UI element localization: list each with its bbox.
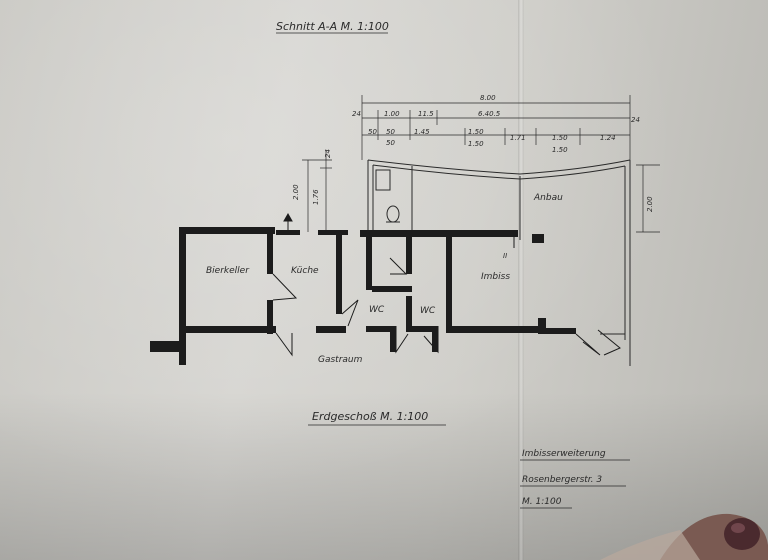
dim-right-200: 2.00 (646, 196, 654, 212)
dim-left-176: 1.76 (312, 189, 320, 205)
dim-50-c: 50 (386, 139, 395, 147)
dimension-chain-top (361, 95, 631, 160)
dim-145: 1.45 (414, 128, 430, 136)
dim-150-a: 1.50 (468, 128, 484, 136)
note-line-1: Imbisserweiterung (522, 449, 606, 459)
dim-left-24: 24 (324, 149, 332, 158)
room-wc-1: WC (369, 305, 385, 315)
dimension-right (636, 164, 660, 233)
walls-existing (150, 227, 576, 365)
paper-fold (518, 0, 524, 560)
section-marker: II (503, 252, 507, 260)
dim-171: 1.71 (510, 134, 526, 142)
dim-150-b: 1.50 (552, 134, 568, 142)
dimension-chain-left (302, 150, 332, 232)
floor-plan-title: Erdgeschoß M. 1:100 (312, 410, 428, 423)
dim-124: 1.24 (600, 134, 616, 142)
room-kueche: Küche (291, 266, 319, 276)
dim-top-640: 6.40.5 (478, 110, 501, 118)
room-gastraum: Gastraum (318, 355, 363, 365)
dim-top-100: 1.00 (384, 110, 400, 118)
room-bierkeller: Bierkeller (206, 266, 250, 276)
dim-50-b: 50 (386, 128, 395, 136)
drawing-header: Schnitt A-A M. 1:100 (276, 20, 389, 33)
room-wc-2: WC (420, 306, 436, 316)
walls-anbau (367, 159, 631, 366)
fingertip (600, 513, 768, 560)
dim-left-200: 2.00 (292, 184, 300, 200)
dim-top-24-right: 24 (631, 116, 640, 124)
section-arrows (283, 212, 515, 248)
dim-150-c: 1.50 (468, 140, 484, 148)
dim-top-total: 8.00 (480, 94, 496, 102)
door-swings (272, 257, 621, 357)
dim-50-a: 50 (368, 128, 377, 136)
dim-150-d: 1.50 (552, 146, 568, 154)
note-line-2: Rosenbergerstr. 3 (522, 475, 602, 485)
room-anbau: Anbau (533, 193, 563, 203)
dim-top-24-left: 24 (352, 110, 361, 118)
room-imbiss: Imbiss (481, 272, 510, 282)
dim-top-115: 11.5 (418, 110, 434, 118)
note-line-3: M. 1:100 (522, 497, 562, 507)
